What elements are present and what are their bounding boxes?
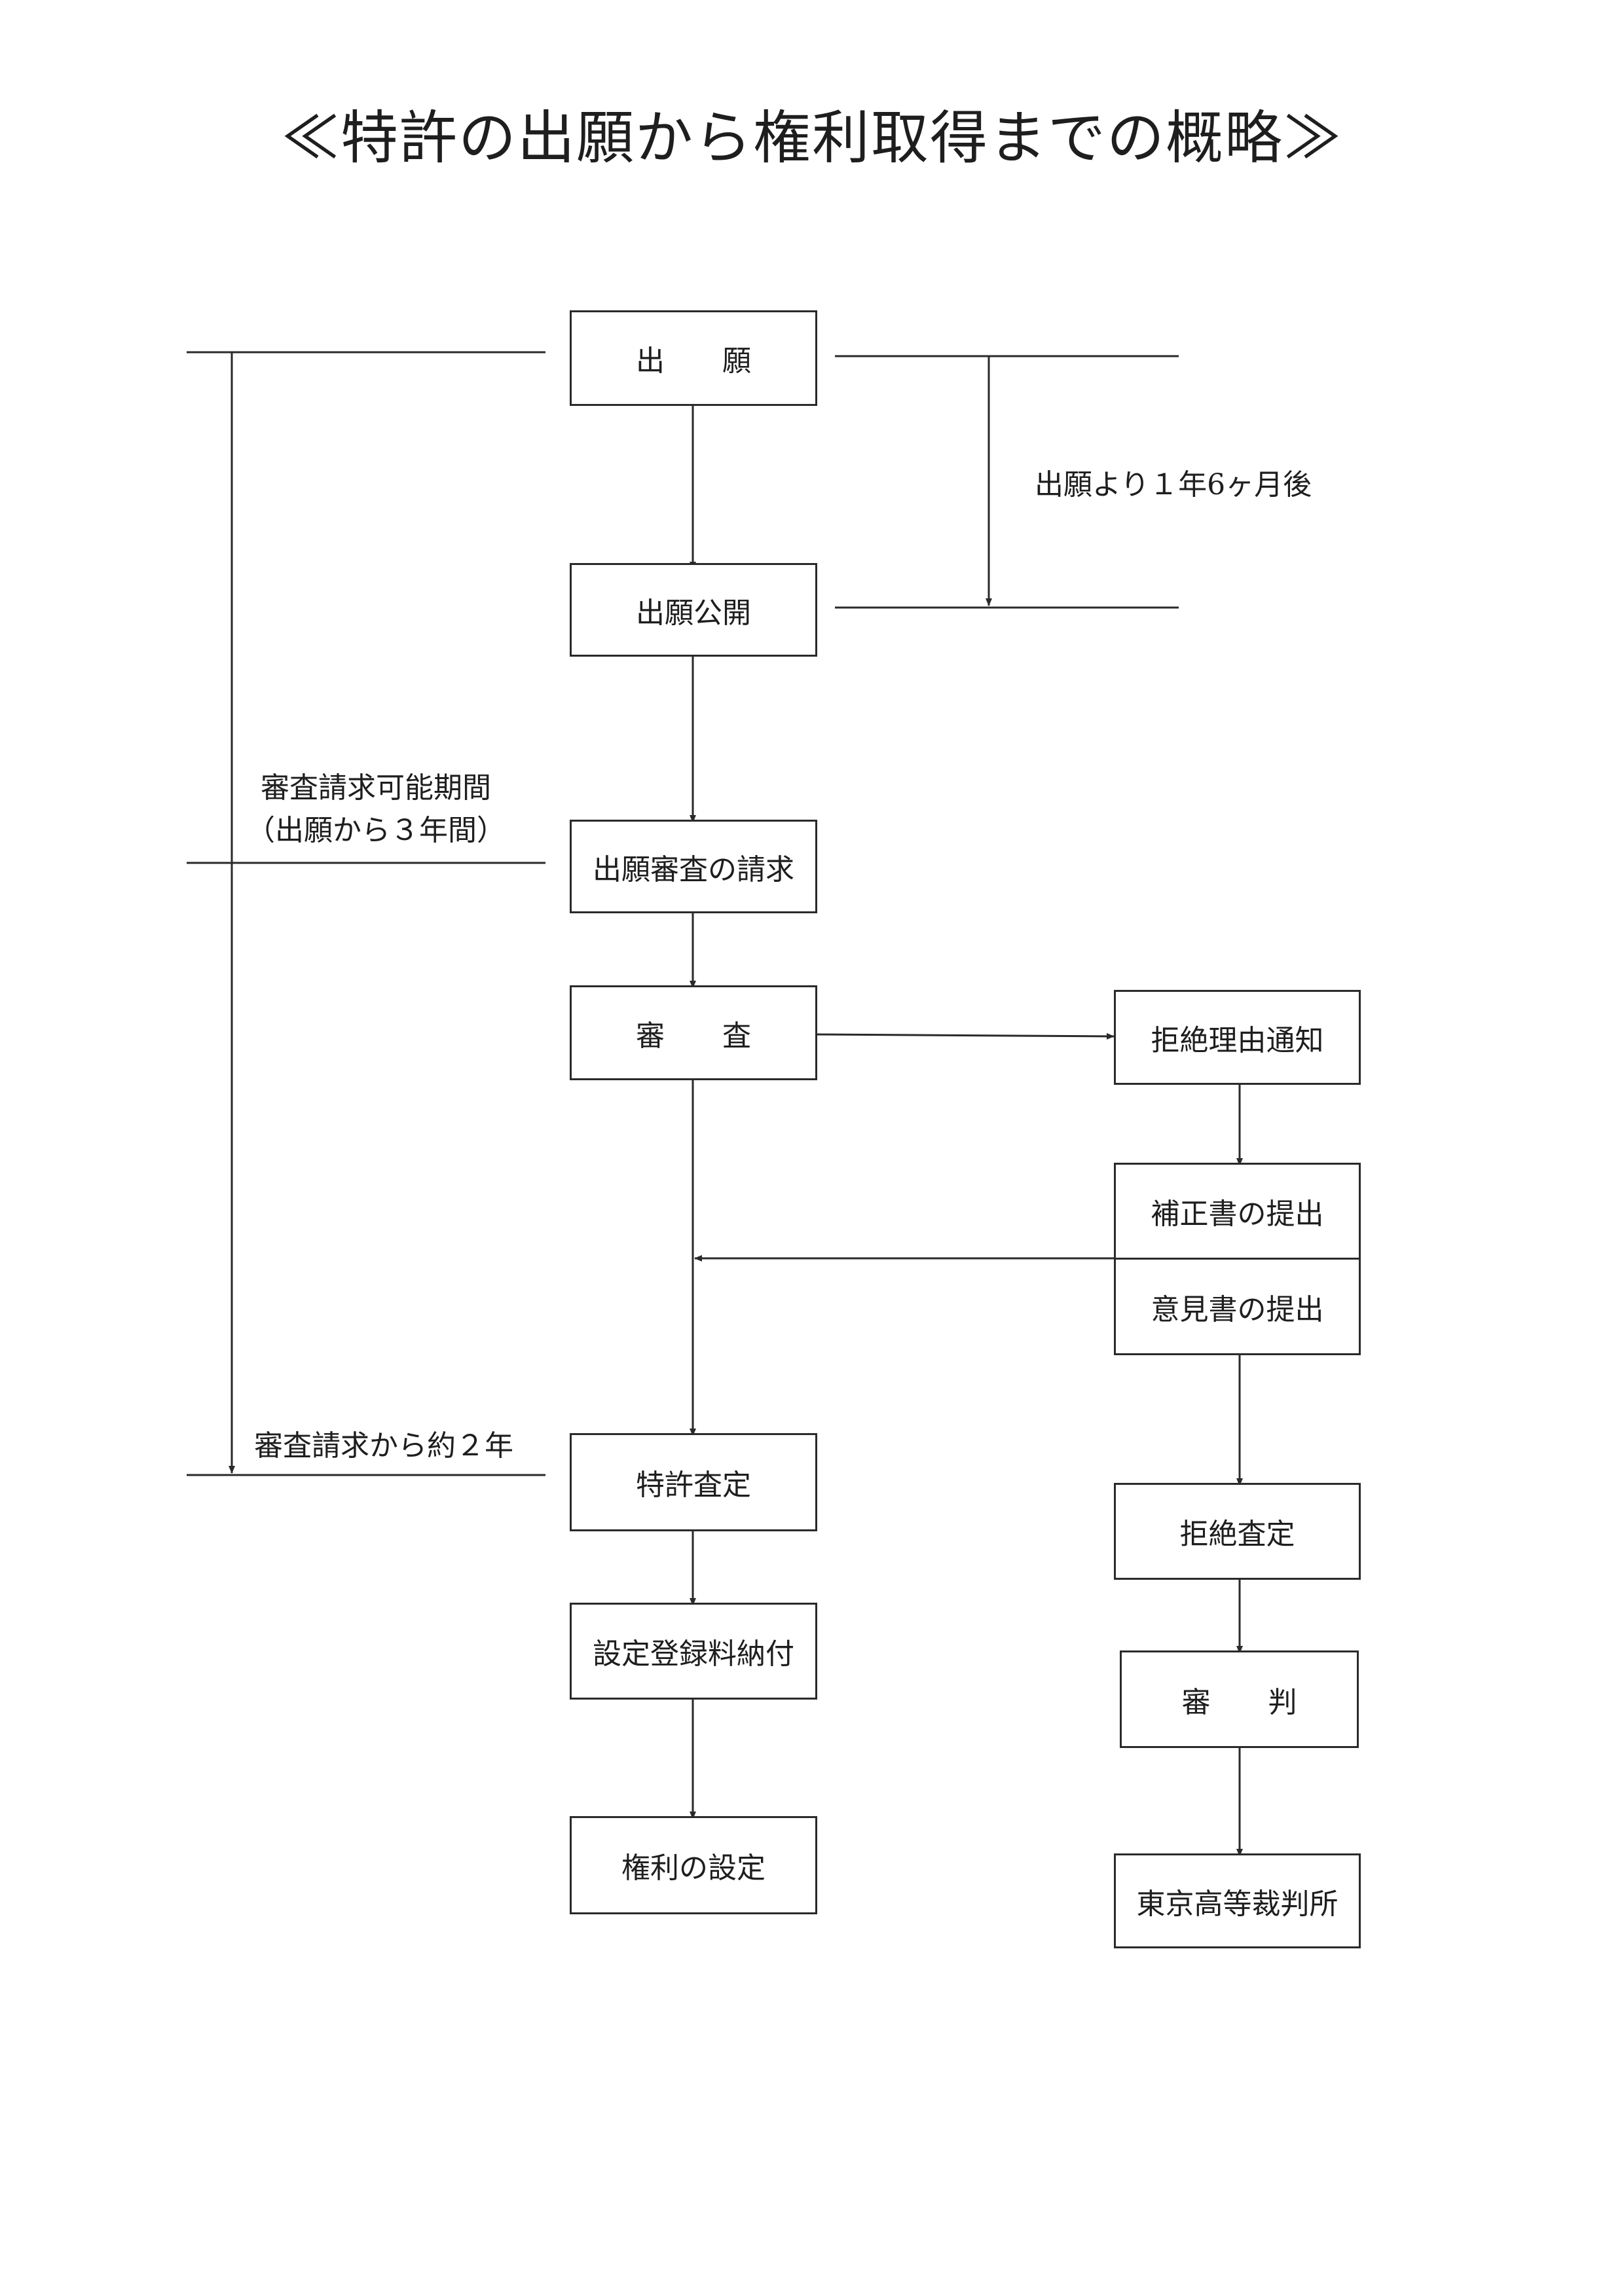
note-exam-request-period-line2: （出願から３年間） [246, 813, 506, 848]
node-examination: 審 査 [570, 985, 817, 1080]
node-publication: 出願公開 [570, 563, 817, 657]
node-grant-decision: 特許査定 [570, 1433, 817, 1531]
node-registration-fee: 設定登録料納付 [570, 1603, 817, 1700]
note-exam-duration: 審査請求から約２年 [254, 1429, 513, 1464]
node-opinion: 意見書の提出 [1114, 1258, 1361, 1355]
node-amendment: 補正書の提出 [1114, 1163, 1361, 1260]
node-application: 出 願 [570, 310, 817, 406]
node-ip-high-court: 東京高等裁判所 [1114, 1853, 1361, 1948]
note-publication-timing: 出願より１年6ヶ月後 [1035, 467, 1312, 503]
node-right-established: 権利の設定 [570, 1816, 817, 1914]
arrow-examination-to-rejection-notice [817, 1034, 1114, 1036]
node-rejection-notice: 拒絶理由通知 [1114, 990, 1361, 1085]
note-exam-request-period-line1: 審査請求可能期間 [261, 771, 491, 806]
node-appeal: 審 判 [1120, 1650, 1359, 1748]
node-exam-request: 出願審査の請求 [570, 820, 817, 913]
node-rejection-decision: 拒絶査定 [1114, 1483, 1361, 1580]
